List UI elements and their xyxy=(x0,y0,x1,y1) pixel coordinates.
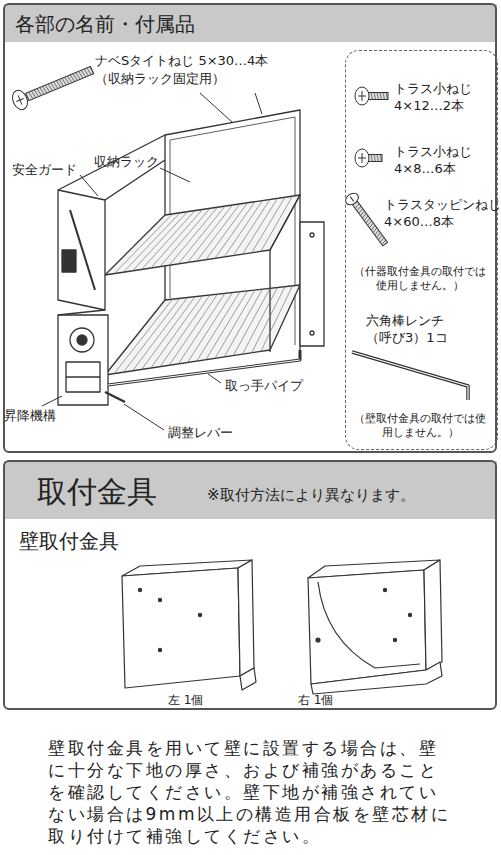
wire xyxy=(233,288,270,355)
thread xyxy=(363,216,369,221)
thread xyxy=(376,233,382,238)
thread xyxy=(374,93,376,100)
part-label: 収納ラック xyxy=(94,153,159,171)
rack-drawing xyxy=(58,110,324,405)
wire xyxy=(142,297,195,370)
sub-heading: 壁取付金具 xyxy=(19,528,119,554)
wire xyxy=(142,211,195,270)
thread xyxy=(370,225,376,230)
screw-icon xyxy=(343,191,390,248)
part-label: トラス小ねじ 4×8…6本 xyxy=(394,144,486,178)
bracket-right xyxy=(308,560,442,694)
wire xyxy=(123,213,180,272)
bracket-panel: 取付金具 ※取付方法により異なります。壁取付金具 xyxy=(3,460,497,710)
thread xyxy=(379,238,385,243)
wire xyxy=(133,298,188,371)
thread xyxy=(377,155,379,162)
part-label: 安全ガード xyxy=(12,161,77,179)
part-label: 取っ手パイプ xyxy=(225,377,303,395)
wire xyxy=(215,202,255,259)
part-label: トラス小ねじ 4×12…2本 xyxy=(394,81,486,115)
part-label: トラスタッピンねじ 4×60…8本 xyxy=(384,197,494,231)
wire xyxy=(160,208,210,266)
wire xyxy=(114,299,172,373)
thread xyxy=(354,204,360,209)
wire xyxy=(206,291,248,360)
part-label: ナベSタイトねじ 5×30…4本（収納ラック固定用） xyxy=(95,52,325,87)
wire xyxy=(224,289,262,357)
wire xyxy=(151,296,203,368)
thread xyxy=(374,230,380,235)
wire xyxy=(252,287,285,353)
thread xyxy=(386,93,388,100)
header-band xyxy=(4,461,497,519)
wire xyxy=(224,201,262,257)
quantity-label: 右 1個 xyxy=(298,692,333,708)
thread xyxy=(383,93,385,100)
thread xyxy=(377,235,383,240)
note-paragraph: 壁取付金具を用いて壁に設置する場合は、壁に十分な下地の厚さ、および補強があること… xyxy=(48,737,453,847)
bracket-left xyxy=(122,560,256,690)
quantity-label: 左 1個 xyxy=(168,692,203,708)
thread xyxy=(380,155,382,162)
thread xyxy=(367,221,373,226)
part-label: 昇降機構 xyxy=(4,407,56,425)
thread xyxy=(365,218,371,223)
wire xyxy=(215,290,255,358)
note: （壁取付金具の取付では使用しません。） xyxy=(350,412,490,441)
thread xyxy=(372,228,378,233)
wire xyxy=(169,207,217,265)
thread xyxy=(369,223,375,228)
section-heading: 取付金具 xyxy=(37,472,157,511)
thread xyxy=(371,155,373,162)
wire xyxy=(252,197,285,253)
wire xyxy=(151,209,203,268)
thread xyxy=(380,93,382,100)
note: （什器取付金具の取付では使用しません。） xyxy=(350,265,490,294)
thread xyxy=(358,209,364,214)
wire xyxy=(114,214,172,274)
wire xyxy=(160,295,210,367)
thread xyxy=(360,211,366,216)
screw-icon xyxy=(355,87,388,105)
thread xyxy=(356,206,362,211)
wire xyxy=(243,198,278,254)
part-label: 六角棒レンチ （呼び3）1コ xyxy=(366,313,466,347)
thread xyxy=(374,155,376,162)
screw-icon xyxy=(355,149,382,167)
thread xyxy=(361,213,367,218)
hex-wrench xyxy=(352,352,468,400)
wire xyxy=(243,288,278,355)
wire xyxy=(261,196,293,251)
section-note: ※取付方法により異なります。 xyxy=(207,486,415,506)
wire xyxy=(123,298,180,372)
shelf-wires xyxy=(114,196,292,374)
wire xyxy=(188,293,233,363)
wire xyxy=(178,206,225,264)
wire xyxy=(169,294,217,365)
wire xyxy=(233,199,270,255)
thread xyxy=(371,93,373,100)
accessory-box: トラス小ねじ 4×12…2本トラス小ねじ 4×8…6本トラスタッピンねじ 4×6… xyxy=(345,50,498,450)
wire xyxy=(261,286,293,352)
thread xyxy=(90,66,94,74)
header-band xyxy=(4,4,497,42)
section-heading: 各部の名前・付属品 xyxy=(15,11,195,37)
screw-icon xyxy=(10,61,97,112)
thread xyxy=(377,93,379,100)
wire xyxy=(133,212,188,271)
part-label: 調整レバー xyxy=(168,424,233,442)
thread xyxy=(381,240,387,245)
